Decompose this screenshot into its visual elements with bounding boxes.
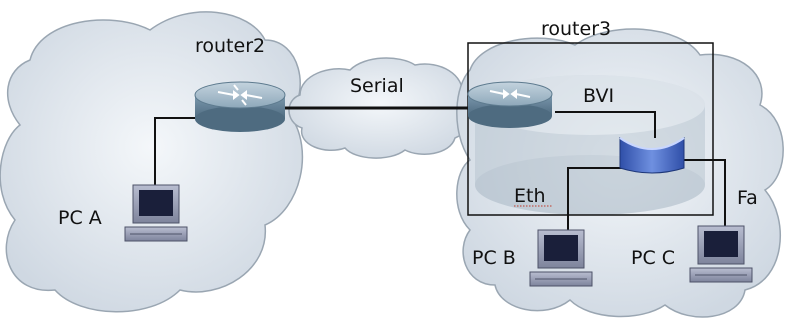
pc-icon[interactable] (124, 184, 188, 242)
links (154, 106, 726, 232)
router2-label: router2 (195, 35, 265, 57)
fa-label: Fa (737, 187, 758, 209)
router-icon[interactable] (194, 81, 286, 132)
router3-label: router3 (541, 18, 611, 40)
eth-link (567, 167, 625, 232)
pc-a-label: PC A (58, 207, 102, 229)
pc-c-label: PC C (631, 247, 675, 269)
pc-icon[interactable] (529, 229, 593, 287)
pc-b-label: PC B (472, 247, 516, 269)
bvi-label: BVI (583, 85, 614, 107)
eth-label: Eth (514, 185, 546, 207)
bridge-icon[interactable] (619, 137, 685, 174)
pc-icon[interactable] (689, 225, 753, 283)
router3-box (467, 42, 714, 216)
bvi-link (555, 111, 656, 138)
router-icon[interactable] (467, 81, 553, 128)
fa-link (683, 159, 726, 228)
serial-label: Serial (350, 75, 404, 97)
pc-a-link (154, 117, 200, 195)
